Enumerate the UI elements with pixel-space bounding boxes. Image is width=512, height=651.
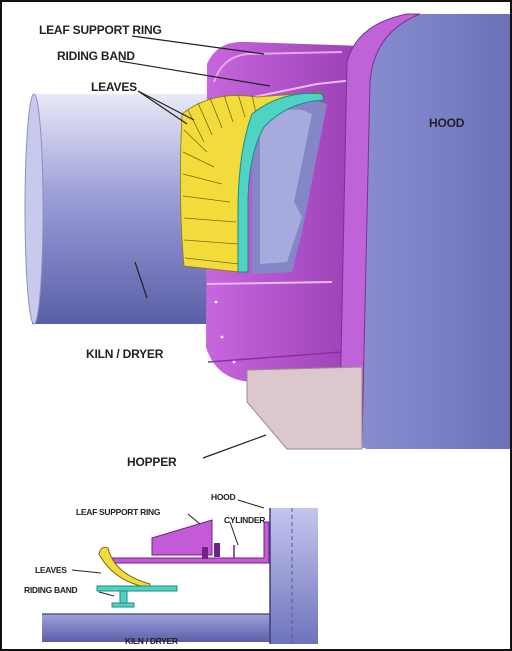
section-kiln [42, 613, 290, 642]
riding-band [237, 92, 325, 273]
kiln-cylinder [24, 93, 207, 325]
section-label-kiln-dryer: KILN / DRYER [125, 636, 178, 646]
label-hopper: HOPPER [127, 455, 177, 469]
hood [339, 13, 510, 449]
section-label-leaf-support-ring: LEAF SUPPORT RING [76, 507, 161, 517]
section-hood [269, 508, 318, 644]
section-label-leaves: LEAVES [35, 565, 67, 575]
label-kiln-dryer: KILN / DRYER [86, 347, 164, 361]
label-leaf-support-ring: LEAF SUPPORT RING [39, 23, 162, 37]
section-riding-band [96, 585, 178, 608]
leader-lines [118, 35, 271, 459]
section-leader-lines [71, 499, 265, 597]
section-leaf-support-ring [151, 519, 220, 559]
label-hood: HOOD [429, 116, 465, 130]
hopper [246, 366, 363, 450]
section-leaves [98, 546, 151, 589]
label-leaves: LEAVES [91, 80, 137, 94]
section-label-hood: HOOD [211, 492, 236, 502]
label-riding-band: RIDING BAND [57, 49, 135, 63]
section-label-riding-band: RIDING BAND [24, 585, 78, 595]
section-label-cylinder: CYLINDER [224, 515, 266, 525]
